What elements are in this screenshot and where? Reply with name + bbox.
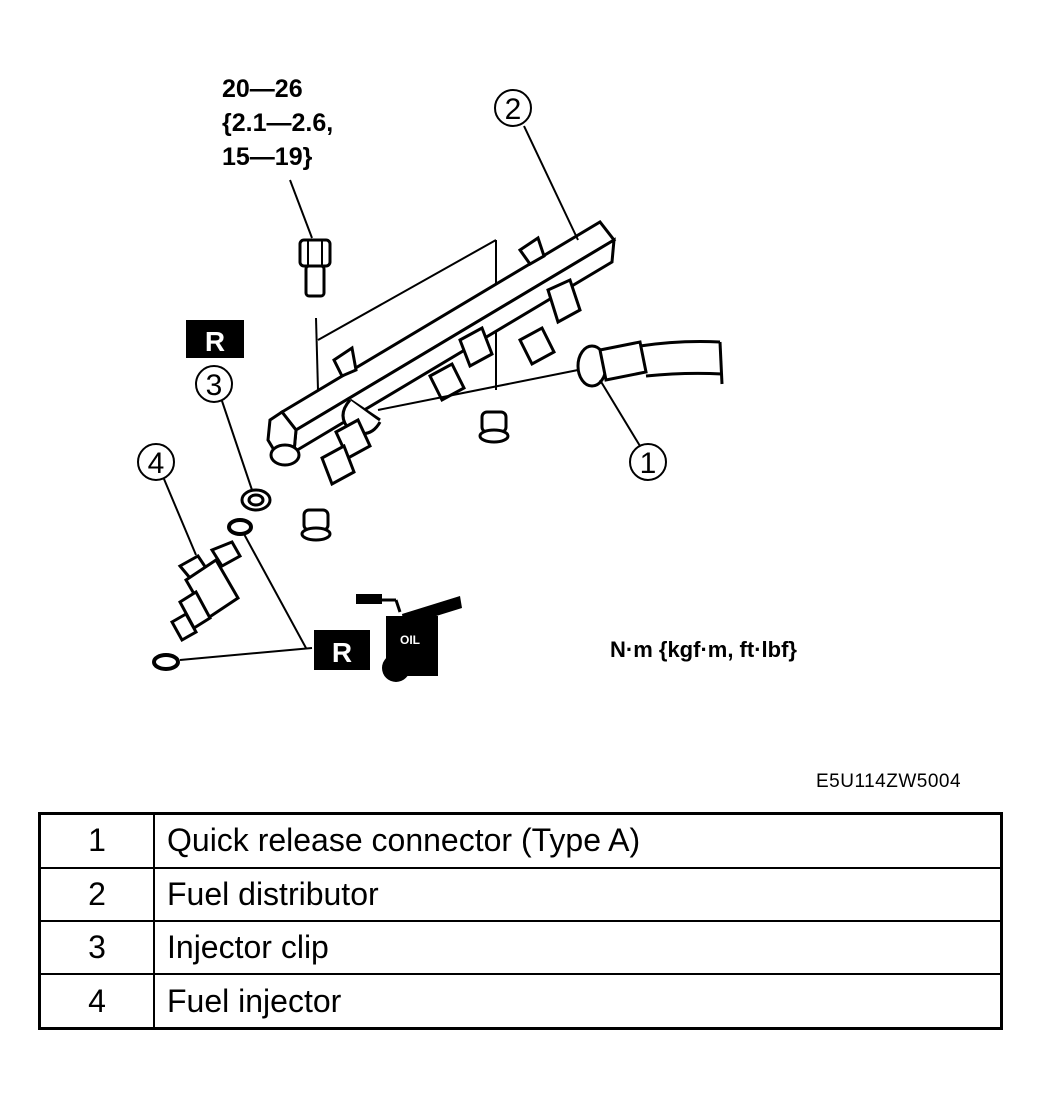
oil-label: OIL xyxy=(400,633,420,647)
callout-2: 2 xyxy=(505,93,522,126)
callout-3: 3 xyxy=(206,369,223,402)
oil-can-icon: OIL xyxy=(356,594,462,682)
replace-badge-top-label: R xyxy=(205,326,225,357)
callout-circle-4 xyxy=(137,443,175,481)
torque-spec-line2: {2.1—2.6, xyxy=(222,109,333,137)
torque-spec-line1: 20—26 xyxy=(222,75,303,103)
connector-pipe-line xyxy=(377,369,579,411)
parts-legend-table: 1 Quick release connector (Type A) 2 Fue… xyxy=(38,812,1003,1030)
part-number: 1 xyxy=(38,812,155,869)
callout-leader-1 xyxy=(599,379,641,447)
torque-spec-line3: 15—19} xyxy=(222,143,313,171)
parts-diagram: 20—26 {2.1—2.6, 15—19} xyxy=(137,75,797,682)
replace-badge-bottom-label: R xyxy=(332,637,352,668)
insulator-icons xyxy=(300,410,510,542)
part-name: Fuel injector xyxy=(153,973,1003,1030)
part-name: Fuel distributor xyxy=(153,866,1003,922)
fuel-injector-icon xyxy=(169,540,243,643)
table-row: 4 Fuel injector xyxy=(38,973,1003,1030)
callout-circle-2 xyxy=(494,89,532,127)
callout-circle-3 xyxy=(195,365,233,403)
torque-units: N·m {kgf·m, ft·lbf} xyxy=(610,637,797,662)
callout-leader-4 xyxy=(163,478,197,556)
callout-leader-2 xyxy=(523,125,579,241)
callout-circle-1 xyxy=(629,443,667,481)
part-number: 4 xyxy=(38,973,155,1030)
injector-socket-icons xyxy=(269,277,582,487)
replace-badge-top xyxy=(186,320,244,358)
table-row: 3 Injector clip xyxy=(38,919,1003,976)
table-row: 2 Fuel distributor xyxy=(38,866,1003,922)
o-ring-leader-lower xyxy=(179,647,313,661)
o-ring-lower-icon xyxy=(152,653,180,671)
callout-4: 4 xyxy=(148,447,165,480)
injector-clip-icon xyxy=(240,488,272,512)
table-row: 1 Quick release connector (Type A) xyxy=(38,812,1003,869)
part-name: Quick release connector (Type A) xyxy=(153,812,1003,869)
quick-release-connector-icon xyxy=(576,340,724,388)
callout-leader-3 xyxy=(221,400,253,491)
torque-leader-line xyxy=(289,179,313,239)
part-name: Injector clip xyxy=(153,919,1003,976)
bolt-icon xyxy=(298,238,332,298)
figure-code: E5U114ZW5004 xyxy=(816,771,962,792)
o-ring-upper-icon xyxy=(227,518,253,536)
replace-badge-bottom xyxy=(314,630,370,670)
o-ring-leader-upper xyxy=(243,533,307,649)
part-number: 2 xyxy=(38,866,155,922)
callout-1: 1 xyxy=(640,447,657,480)
part-number: 3 xyxy=(38,919,155,976)
